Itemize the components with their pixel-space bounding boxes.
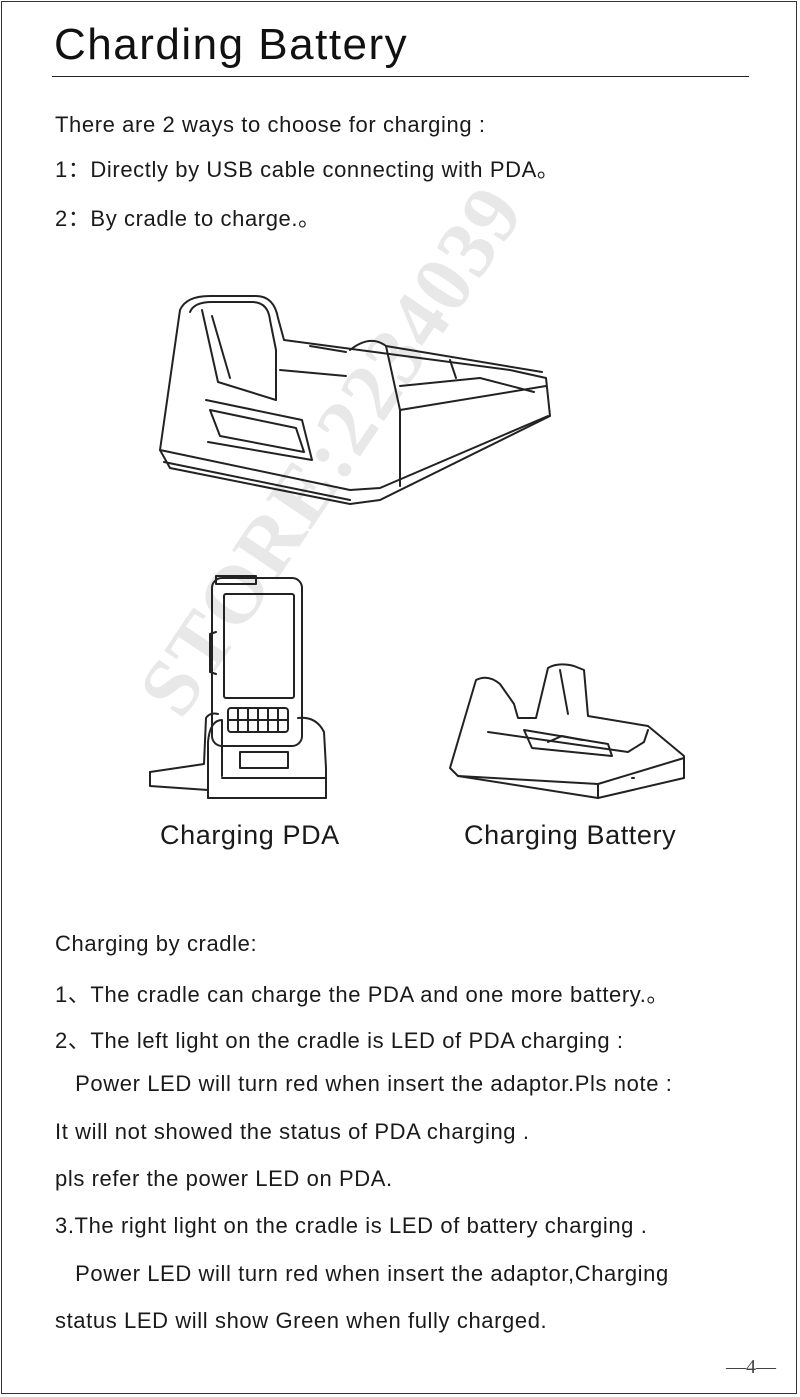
cradle-line-6: 3.The right light on the cradle is LED o… bbox=[55, 1213, 648, 1238]
cradle-line-8: status LED will show Green when fully ch… bbox=[55, 1308, 548, 1333]
intro-item-2: 2：By cradle to charge.。 bbox=[55, 206, 321, 231]
caption-charging-battery: Charging Battery bbox=[464, 820, 677, 850]
page-number: —4— bbox=[726, 1356, 776, 1378]
cradle-line-1: 1、The cradle can charge the PDA and one … bbox=[55, 982, 670, 1007]
cradle-illustration bbox=[159, 295, 551, 505]
title-rule bbox=[52, 76, 749, 77]
page-title: Charding Battery bbox=[54, 20, 409, 69]
cradle-line-5: pls refer the power LED on PDA. bbox=[55, 1166, 393, 1191]
cradle-line-3: Power LED will turn red when insert the … bbox=[55, 1071, 673, 1096]
cradle-heading: Charging by cradle: bbox=[55, 931, 258, 956]
cradle-line-2: 2、The left light on the cradle is LED of… bbox=[55, 1028, 624, 1053]
intro-item-1: 1：Directly by USB cable connecting with … bbox=[55, 157, 560, 182]
pda-in-cradle-illustration bbox=[149, 575, 327, 799]
cradle-line-7: Power LED will turn red when insert the … bbox=[55, 1261, 669, 1286]
intro-heading: There are 2 ways to choose for charging … bbox=[55, 112, 486, 137]
cradle-line-4: It will not showed the status of PDA cha… bbox=[55, 1119, 530, 1144]
caption-charging-pda: Charging PDA bbox=[160, 820, 340, 850]
battery-cradle-illustration bbox=[449, 663, 685, 799]
